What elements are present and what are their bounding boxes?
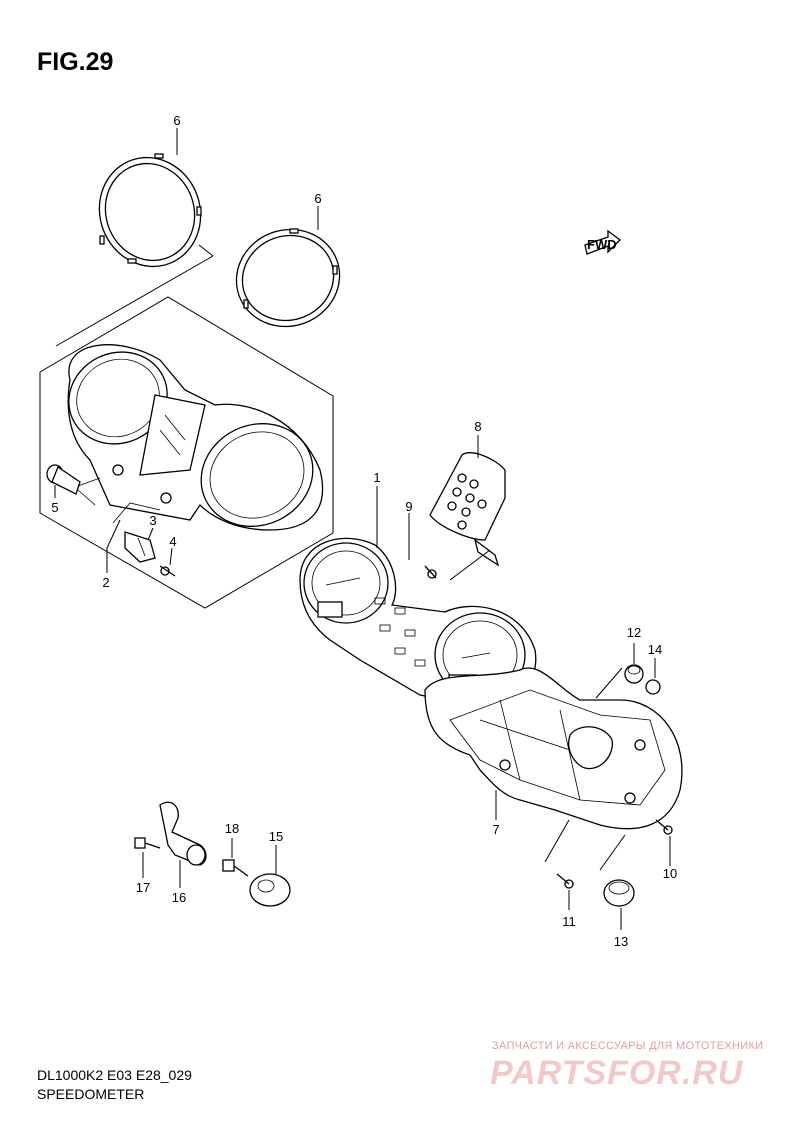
- figure-title: FIG.29: [37, 48, 114, 76]
- callout-12: 12: [627, 625, 641, 640]
- callout-3: 3: [149, 513, 156, 528]
- watermark-site: PARTSFOR.RU: [490, 1054, 744, 1092]
- part-12-grommet[interactable]: [624, 664, 644, 684]
- part-15-spacer[interactable]: [249, 873, 291, 907]
- callout-9: 9: [405, 499, 412, 514]
- part-17-bolt[interactable]: [134, 837, 161, 849]
- part-16-speed-sensor[interactable]: [159, 801, 207, 866]
- watermark-tagline: ЗАПЧАСТИ И АКСЕССУАРЫ ДЛЯ МОТОТЕХНИКИ: [492, 1040, 764, 1052]
- fwd-label: FWD: [587, 237, 617, 252]
- part-5-bulb-socket[interactable]: [46, 464, 101, 506]
- callout-15: 15: [269, 829, 283, 844]
- part-2-meter-case[interactable]: [54, 336, 330, 544]
- part-4-screw[interactable]: [159, 565, 176, 577]
- part-3-socket[interactable]: [124, 531, 156, 563]
- part-14-collar[interactable]: [645, 679, 661, 695]
- part-10-screw[interactable]: [655, 819, 673, 835]
- callout-6-left: 6: [173, 113, 180, 128]
- callout-7: 7: [492, 822, 499, 837]
- callout-5: 5: [51, 500, 58, 515]
- part-6-ring-left[interactable]: [84, 143, 216, 281]
- footer: DL1000K2 E03 E28_029 SPEEDOMETER: [37, 1066, 192, 1104]
- part-8-switch-panel[interactable]: [429, 452, 506, 567]
- part-18-bolt[interactable]: [222, 859, 249, 877]
- callout-11: 11: [562, 914, 576, 929]
- callout-4: 4: [169, 534, 176, 549]
- part-13-grommet[interactable]: [603, 879, 635, 907]
- callout-16: 16: [172, 890, 186, 905]
- callout-2: 2: [102, 575, 109, 590]
- callout-14: 14: [648, 642, 662, 657]
- callout-17: 17: [136, 880, 150, 895]
- callout-13: 13: [614, 934, 628, 949]
- part-1-gauge-panel[interactable]: [299, 537, 537, 706]
- callout-18: 18: [225, 821, 239, 836]
- part-11-screw[interactable]: [556, 873, 574, 889]
- forward-arrow-icon: FWD: [584, 229, 621, 255]
- callout-10: 10: [663, 866, 677, 881]
- callout-6-right: 6: [314, 191, 321, 206]
- model-code: DL1000K2 E03 E28_029: [37, 1067, 192, 1083]
- callout-8: 8: [474, 419, 481, 434]
- section-name: SPEEDOMETER: [37, 1086, 145, 1102]
- callout-1: 1: [373, 470, 380, 485]
- part-6-ring-right[interactable]: [223, 215, 354, 341]
- part-7-lower-case[interactable]: [424, 667, 683, 830]
- part-9-screw[interactable]: [424, 565, 437, 579]
